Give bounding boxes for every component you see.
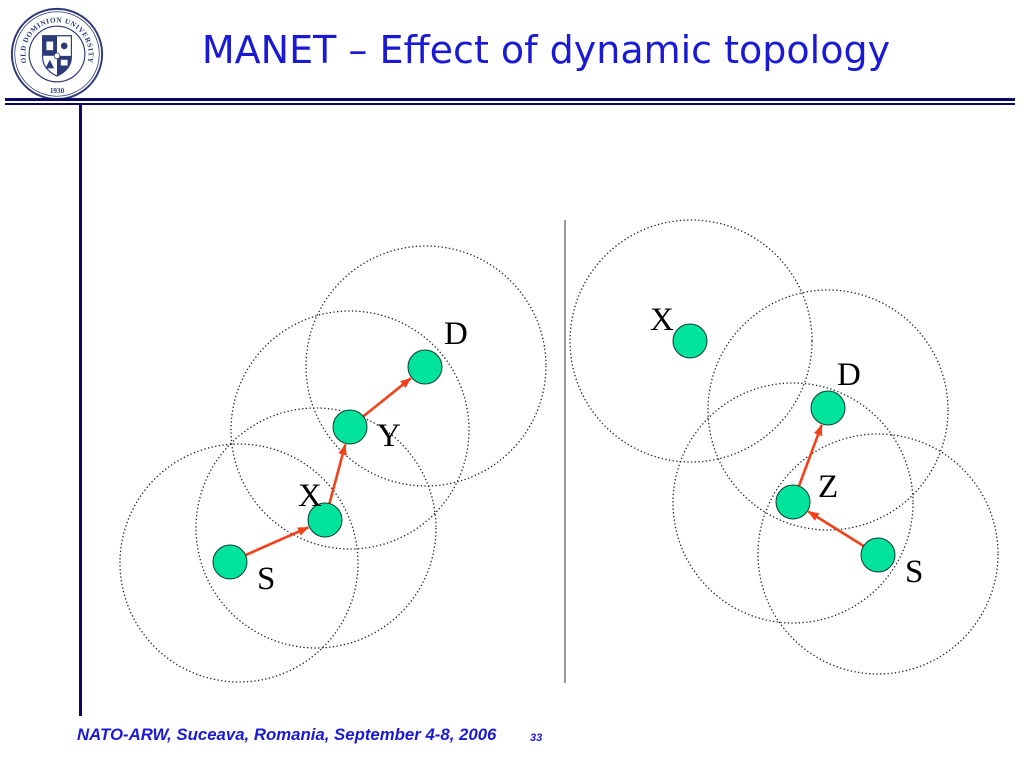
node-label: D [444, 316, 468, 352]
node-label: Y [377, 418, 401, 454]
node-s: S [212, 544, 275, 597]
seal-inner-ring [28, 25, 86, 83]
range-circle [757, 433, 999, 675]
topology-diagram: S X Y D X D [119, 219, 999, 683]
node-s: S [860, 537, 923, 590]
diagram-left: S X Y D [119, 245, 547, 683]
node-d: D [407, 316, 468, 385]
node-circle [332, 409, 368, 445]
node-circle [860, 537, 896, 573]
link-arrows [797, 424, 866, 548]
university-seal-icon: OLD DOMINION UNIVERSITY 1930 [10, 7, 104, 101]
node-d: D [810, 357, 861, 426]
node-circle [307, 502, 343, 538]
seal-year: 1930 [50, 87, 65, 95]
range-circle [569, 219, 813, 463]
node-x: X [298, 478, 343, 538]
shield-emblem-tree [45, 59, 55, 69]
range-circle [707, 289, 949, 531]
diagram-right: X D Z S [569, 219, 999, 675]
header-rule-thin [5, 103, 1015, 105]
node-circle [672, 323, 708, 359]
range-circle [195, 407, 437, 649]
link-arrow [244, 526, 310, 557]
header-rule [5, 98, 1015, 101]
node-x: X [650, 302, 708, 359]
shield-emblem-ship [46, 41, 54, 51]
node-circle [810, 390, 846, 426]
link-arrow [797, 424, 823, 488]
range-circle [672, 382, 914, 624]
link-arrows [244, 377, 412, 557]
left-margin-rule [79, 104, 82, 716]
range-circles [119, 245, 547, 683]
node-circle [212, 544, 248, 580]
node-y: Y [332, 409, 401, 454]
footer-text: NATO-ARW, Suceava, Romania, September 4-… [77, 725, 497, 744]
range-circle [119, 443, 359, 683]
node-label: D [837, 357, 861, 393]
seal-middle-ring [14, 11, 100, 97]
shield-center-boss [53, 52, 61, 60]
node-label: S [905, 554, 923, 590]
node-circle [775, 484, 811, 520]
page-number: 33 [530, 732, 543, 744]
slide-title: MANET – Effect of dynamic topology [201, 28, 891, 72]
shield-outline [42, 35, 72, 77]
shield-quarter-br [57, 55, 72, 77]
node-label: X [650, 302, 674, 338]
shield-emblem-book [60, 59, 68, 66]
range-circle [305, 245, 547, 487]
node-label: S [257, 561, 275, 597]
shield-emblem-crown [60, 42, 68, 50]
node-label: Z [818, 469, 838, 505]
link-arrow [327, 443, 347, 505]
link-arrow [807, 510, 866, 548]
node-z: Z [775, 469, 838, 520]
range-circles [569, 219, 999, 675]
node-label: X [298, 478, 322, 514]
range-circle [230, 310, 470, 550]
node-circle [407, 349, 443, 385]
link-arrow [361, 377, 412, 419]
